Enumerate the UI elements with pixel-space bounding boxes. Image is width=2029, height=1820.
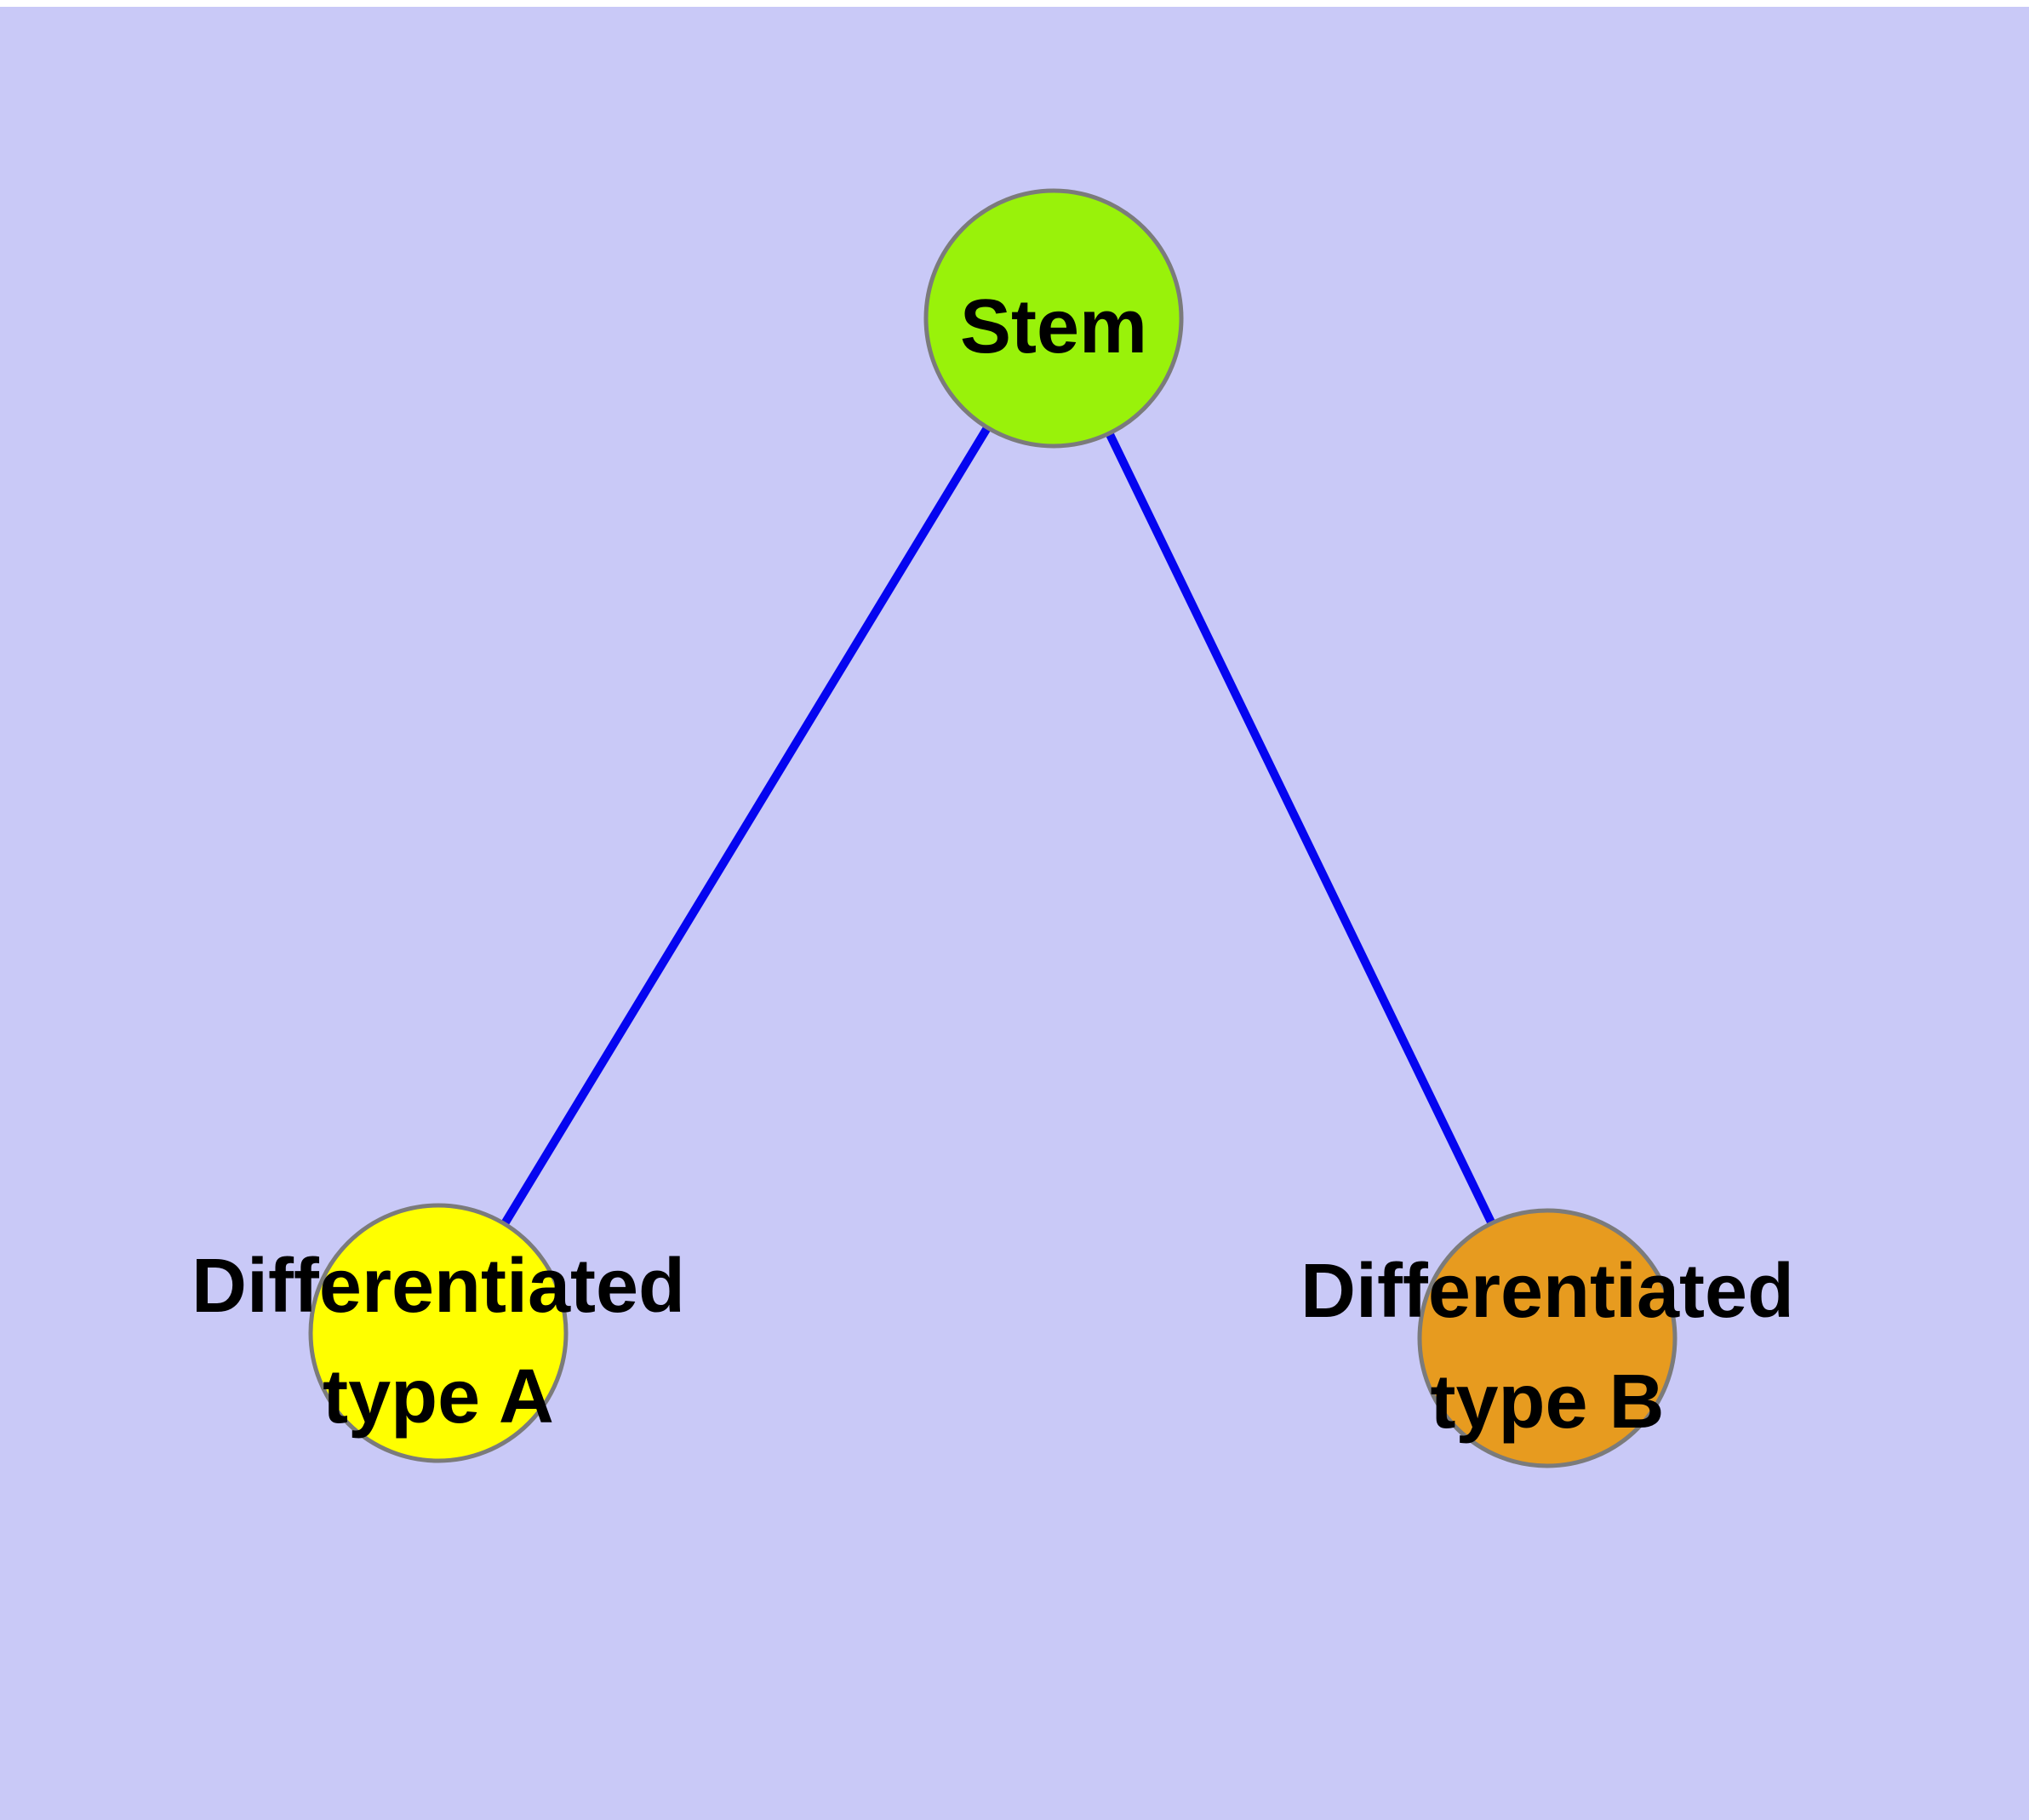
node-type-a-circle [308, 1203, 569, 1463]
node-type-a-label: Differentiated type A [191, 1244, 685, 1439]
node-type-a-label-line-0: Differentiated [191, 1244, 685, 1329]
node-type-b-label: Differentiated type B [1300, 1249, 1794, 1445]
node-type-b-circle [1417, 1208, 1677, 1468]
edge-stem-to-type-a [434, 316, 1058, 1336]
node-stem-circle [923, 188, 1184, 449]
node-type-b-label-line-0: Differentiated [1300, 1249, 1794, 1334]
node-stem-label-line-0: Stem [960, 284, 1147, 369]
edge-stem-to-type-b [1049, 316, 1552, 1341]
node-stem-label: Stem [960, 284, 1147, 369]
node-type-a-label-line-1: type A [323, 1354, 554, 1439]
node-type-b-label-line-1: type B [1430, 1359, 1664, 1445]
